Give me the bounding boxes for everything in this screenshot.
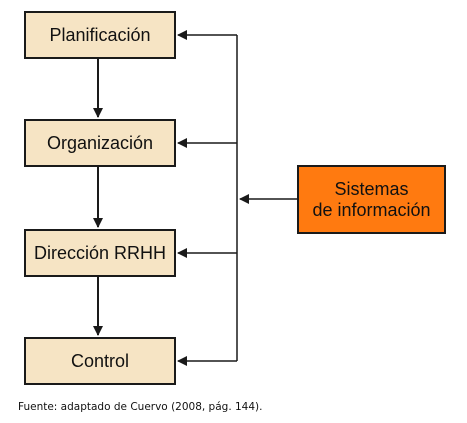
stage-label-direccion: Dirección RRHH <box>33 242 167 263</box>
stage-box-control: Control <box>24 337 176 385</box>
figure-caption: Fuente: adaptado de Cuervo (2008, pág. 1… <box>18 401 263 413</box>
stage-box-direccion: Dirección RRHH <box>24 229 176 277</box>
stage-label-organizacion: Organización <box>46 132 154 153</box>
stage-label-planificacion: Planificación <box>49 24 151 45</box>
source-label-line1: Sistemas <box>334 178 409 199</box>
stage-label-control: Control <box>70 350 130 371</box>
stage-box-planificacion: Planificación <box>24 11 176 59</box>
source-label-line2: de información <box>312 199 431 220</box>
source-box-sistemas: Sistemas de información <box>297 165 446 234</box>
stage-box-organizacion: Organización <box>24 119 176 167</box>
source-label: Sistemas de información <box>312 179 430 220</box>
